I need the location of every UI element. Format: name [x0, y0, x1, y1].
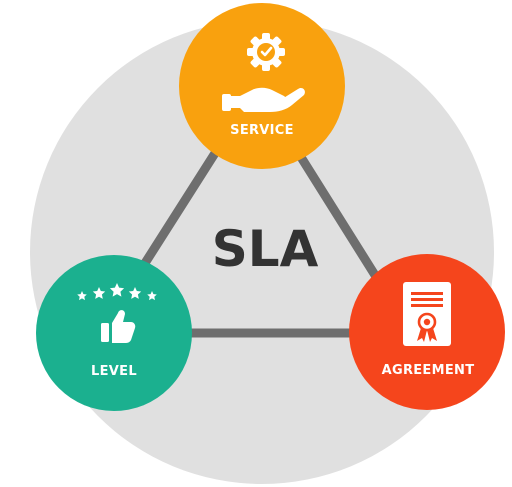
agreement-label: AGREEMENT	[382, 363, 475, 378]
service-node: SERVICE	[179, 3, 345, 169]
star-icon	[147, 291, 157, 301]
level-label: LEVEL	[91, 364, 137, 379]
thumbs-up-icon	[101, 310, 136, 343]
star-icon	[109, 283, 125, 297]
service-label: SERVICE	[230, 123, 294, 138]
star-icon	[128, 287, 142, 299]
center-label: SLA	[212, 220, 319, 278]
star-icon	[92, 287, 106, 299]
gear-hand-icon	[222, 33, 305, 112]
agreement-node: AGREEMENT	[349, 254, 505, 410]
star-icon	[77, 291, 87, 301]
level-node: LEVEL	[36, 255, 192, 411]
service-circle	[179, 3, 345, 169]
stars-thumbs-up-icon	[77, 283, 157, 343]
certificate-icon	[403, 282, 451, 346]
